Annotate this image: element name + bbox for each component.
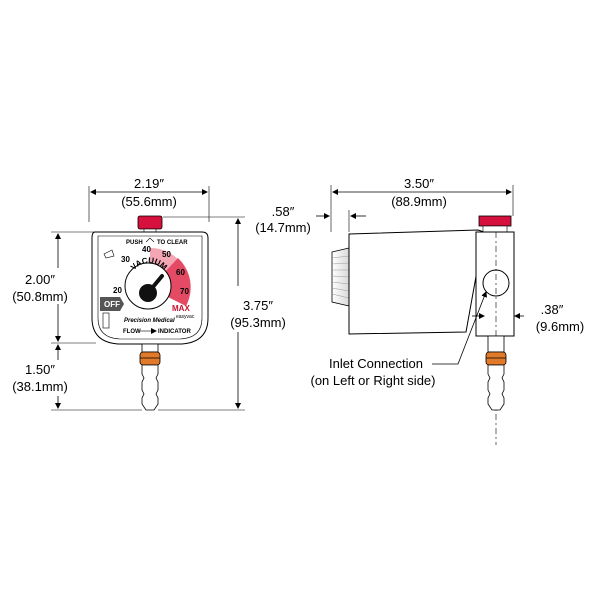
knob-pointer [146,274,164,295]
inlet-leader-line [432,291,487,365]
hand-icon [103,249,115,259]
knob-ribs [331,255,350,299]
flow-indicator-window [102,312,110,329]
scale-60: 60 [176,268,185,277]
scale-40: 40 [142,245,151,254]
total-mm: (95.3mm) [230,315,286,330]
stem-mm: (38.1mm) [12,379,68,394]
width-mm: (55.6mm) [121,194,177,209]
barb-fitting [141,364,159,411]
inlet-mm: (9.6mm) [536,319,584,334]
flow-label: FLOW [123,329,141,335]
total-inches: 3.75″ [243,298,273,313]
indicator-label: INDICATOR [158,329,191,335]
depth-inches: 3.50″ [404,176,434,191]
off-badge [100,297,124,311]
side-body [348,229,485,335]
total-label-bg [218,286,298,332]
off-label: OFF [104,300,120,309]
scale-70: 70 [180,287,189,296]
front-view: 2.19″ (55.6mm) PUSH TO CLEAR VACUUM 20 3… [2,176,298,411]
orange-ring [139,351,161,366]
max-label: MAX [172,304,190,313]
stem-label-bg [2,360,84,396]
side-view: 3.50″ (88.9mm) .58″ (14.7mm) [255,176,584,445]
inlet-label: Inlet Connection [329,356,423,371]
side-barb-fitting [487,364,505,411]
vacuum-label: VACUUM [129,256,169,272]
push-label: PUSH [126,240,143,246]
depth-mm: (88.9mm) [391,194,447,209]
brand-label: Precision Medical [124,318,175,324]
clear-button [137,215,163,230]
knob-mm: (14.7mm) [255,220,311,235]
knob-inches: .58″ [272,204,295,219]
side-orange-ring [485,351,507,366]
scale-50: 50 [162,250,171,259]
side-stem-neck [487,335,505,353]
height-label-bg [2,268,84,304]
height-inches: 2.00″ [25,272,55,287]
height-mm: (50.8mm) [12,289,68,304]
push-arrow-icon [145,237,155,243]
inlet-inches: .38″ [541,302,564,317]
easyvac-label: easyvac [176,314,195,320]
side-clear-button [478,215,512,227]
scale-20: 20 [113,286,122,295]
scale-30: 30 [121,255,130,264]
inlet-sublabel: (on Left or Right side) [310,373,435,388]
stem-neck [141,343,159,353]
width-inches: 2.19″ [134,176,164,191]
clear-label: TO CLEAR [157,240,188,246]
side-button-stem [482,225,508,233]
stem-inches: 1.50″ [25,362,55,377]
